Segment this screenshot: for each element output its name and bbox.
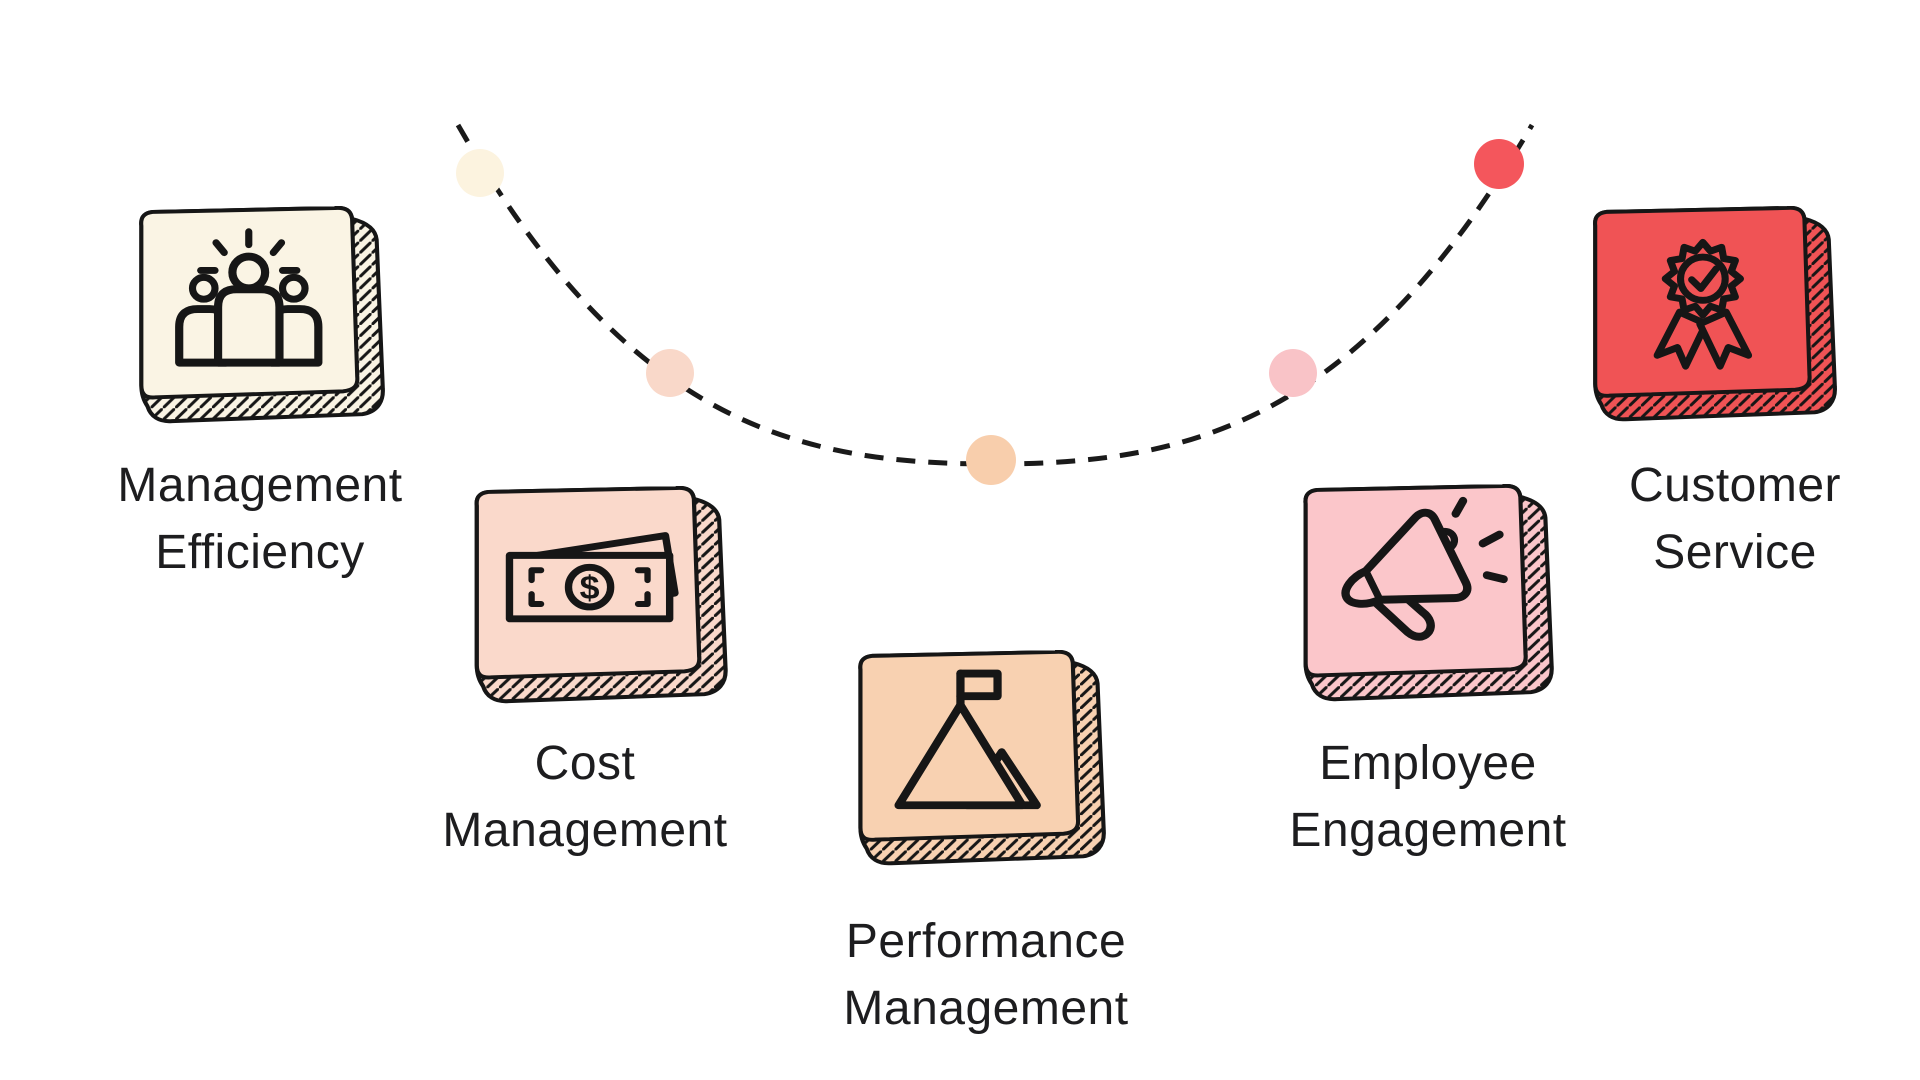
label-line: Management	[442, 804, 728, 857]
milestone-dot-5	[1474, 139, 1524, 189]
milestone-dot-2	[646, 349, 694, 397]
label-line: Engagement	[1289, 804, 1567, 857]
label-line: Service	[1653, 526, 1817, 579]
label-line: Management	[117, 459, 403, 512]
milestone-dot-3	[966, 435, 1016, 485]
label-customer-service: Customer Service	[1629, 452, 1841, 586]
card-customer-service	[1593, 206, 1837, 422]
label-line: Management	[843, 982, 1129, 1035]
card-performance-management	[858, 650, 1106, 866]
card-management-efficiency	[139, 206, 385, 424]
card-cost-management: $	[474, 486, 728, 704]
money-icon: $	[505, 532, 679, 623]
milestone-dot-1	[456, 149, 504, 197]
label-performance-management: Performance Management	[843, 908, 1128, 1042]
curve-path	[455, 123, 1535, 467]
label-line: Customer	[1628, 459, 1842, 512]
svg-text:$: $	[580, 570, 600, 607]
award-ribbon-icon	[1653, 238, 1753, 370]
label-line: Efficiency	[155, 526, 365, 579]
label-employee-engagement: Employee Engagement	[1289, 730, 1566, 864]
team-icon	[175, 228, 323, 367]
mountain-flag-icon	[894, 669, 1041, 810]
label-line: Performance	[845, 915, 1127, 968]
milestone-dot-4	[1269, 349, 1317, 397]
card-employee-engagement	[1303, 484, 1554, 702]
label-line: Employee	[1319, 737, 1537, 790]
label-management-efficiency: Management Efficiency	[117, 452, 402, 586]
megaphone-icon	[1341, 496, 1508, 641]
label-line: Cost	[534, 737, 636, 790]
label-cost-management: Cost Management	[442, 730, 727, 864]
